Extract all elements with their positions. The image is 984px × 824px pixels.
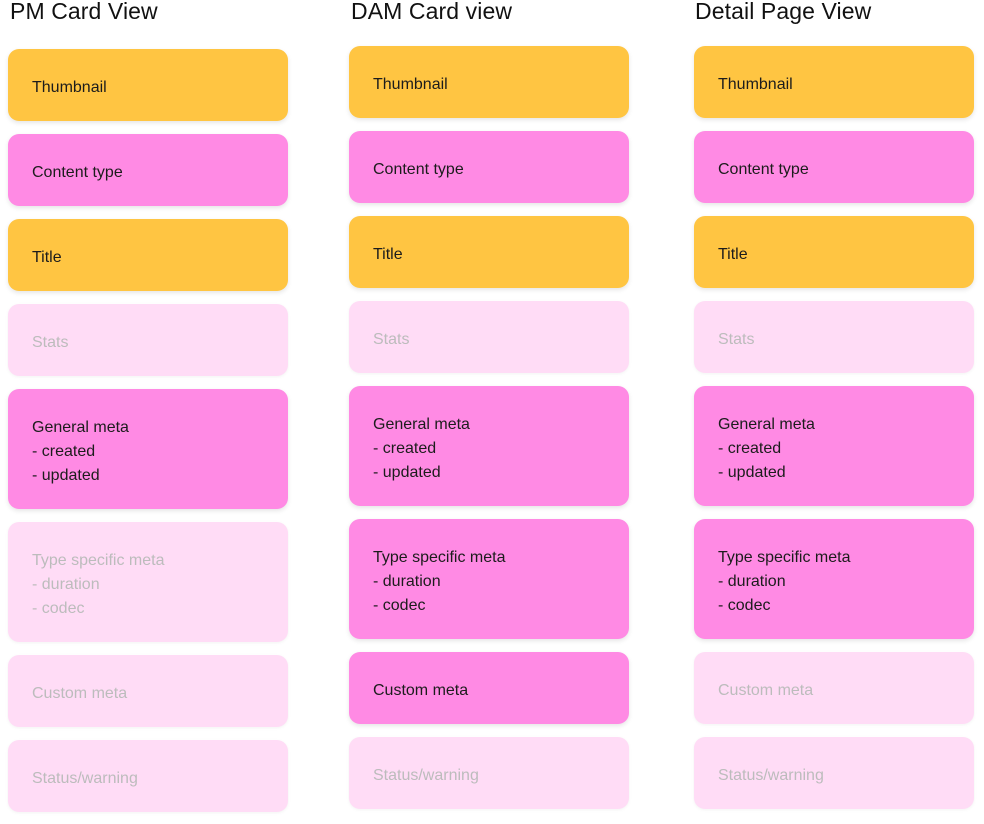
column-title-detail-page-view: Detail Page View [695,0,872,24]
card-thumbnail: Thumbnail [694,46,974,118]
card-general-meta: General meta - created - updated [8,389,288,509]
column-dam-card-view: DAM Card view Thumbnail Content type Tit… [349,0,630,809]
card-stats: Stats [8,304,288,376]
card-general-meta: General meta - created - updated [349,386,629,506]
card-title: Title [694,216,974,288]
card-status-warning: Status/warning [349,737,629,809]
card-content-type: Content type [8,134,288,206]
column-pm-card-view: PM Card View Thumbnail Content type Titl… [8,0,289,812]
card-type-specific-meta: Type specific meta - duration - codec [694,519,974,639]
column-detail-page-view: Detail Page View Thumbnail Content type … [694,0,975,809]
card-stats: Stats [349,301,629,373]
card-content-type: Content type [694,131,974,203]
card-status-warning: Status/warning [694,737,974,809]
card-status-warning: Status/warning [8,740,288,812]
card-content-type: Content type [349,131,629,203]
column-title-dam-card-view: DAM Card view [351,0,513,24]
card-type-specific-meta: Type specific meta - duration - codec [349,519,629,639]
card-type-specific-meta: Type specific meta - duration - codec [8,522,288,642]
card-custom-meta: Custom meta [349,652,629,724]
card-custom-meta: Custom meta [8,655,288,727]
card-stats: Stats [694,301,974,373]
card-thumbnail: Thumbnail [349,46,629,118]
card-custom-meta: Custom meta [694,652,974,724]
card-thumbnail: Thumbnail [8,49,288,121]
card-title: Title [349,216,629,288]
card-general-meta: General meta - created - updated [694,386,974,506]
card-title: Title [8,219,288,291]
column-title-pm-card-view: PM Card View [10,0,158,24]
